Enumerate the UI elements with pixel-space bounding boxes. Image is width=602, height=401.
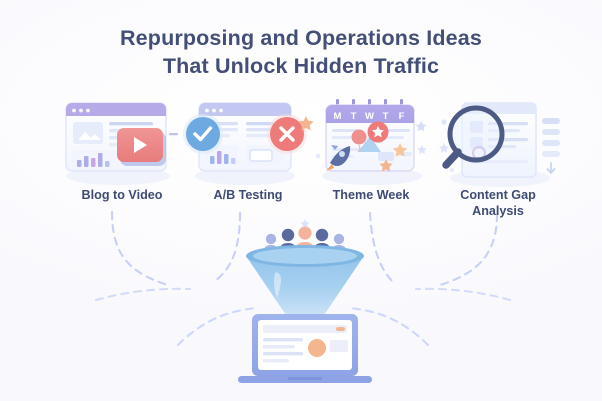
check-circle[interactable] — [186, 117, 220, 151]
window-dot-1 — [205, 108, 209, 113]
connector-curve-5 — [176, 306, 260, 347]
funnel-body — [246, 256, 364, 318]
funnel-rim-inner — [253, 248, 357, 264]
bar — [98, 153, 103, 167]
bar — [231, 158, 236, 164]
connector-curve-4 — [438, 212, 499, 287]
sparkle-diamond — [417, 145, 427, 154]
star-glyph — [371, 126, 384, 138]
screen-line — [263, 359, 289, 363]
screen-line — [263, 345, 295, 349]
bar — [210, 156, 215, 164]
image-mountain — [78, 132, 101, 140]
connector-dash — [169, 133, 178, 136]
text-line — [386, 136, 404, 139]
day-letter-m: M — [334, 111, 342, 122]
screen-line — [263, 352, 303, 356]
content-box — [249, 149, 273, 162]
magnifier-handle — [442, 148, 462, 169]
balloon — [351, 129, 367, 145]
balloon-string — [357, 144, 361, 153]
bar — [224, 154, 229, 164]
check-icon — [193, 126, 213, 142]
text-line — [332, 129, 358, 132]
screen-line — [263, 338, 303, 342]
bar — [217, 151, 222, 164]
bar — [84, 156, 89, 167]
bar — [77, 160, 82, 167]
sparkle-star — [392, 143, 408, 157]
window-dot-3 — [219, 108, 223, 113]
connector-curve-2 — [213, 211, 242, 283]
sparkle-diamond — [415, 121, 427, 132]
icon-label-ab-testing: A/B Testing — [213, 188, 283, 202]
sparkle-dot — [449, 167, 455, 173]
text-line — [332, 136, 352, 139]
icon-blog-to-video[interactable] — [65, 102, 170, 185]
window-dot-2 — [212, 108, 216, 113]
sparkle-diamond — [439, 143, 449, 153]
sparkle-star — [298, 116, 314, 131]
funnel-highlight — [274, 272, 282, 298]
icon-label-theme-week: Theme Week — [332, 188, 410, 202]
calendar-header — [326, 105, 414, 123]
day-letter-w: W — [365, 111, 374, 122]
side-list-item — [542, 151, 560, 157]
screen-header — [263, 325, 347, 333]
bar — [91, 158, 96, 167]
connector-curve-3 — [368, 211, 394, 283]
browser-titlebar — [199, 103, 291, 116]
magnifier-rim[interactable] — [447, 105, 505, 163]
connector-curve-6 — [346, 306, 430, 347]
browser-titlebar — [66, 103, 166, 116]
sparkle-star — [379, 159, 393, 172]
bar — [105, 161, 110, 167]
cross-icon — [279, 126, 295, 142]
day-letter-f: F — [399, 111, 405, 122]
sparkle-dot — [441, 119, 447, 125]
icon-ab-testing[interactable] — [183, 102, 307, 185]
play-triangle — [134, 137, 147, 153]
side-list-item — [542, 118, 560, 124]
calendar-day-letters: M T W T F — [334, 111, 405, 122]
text-line — [386, 129, 410, 132]
side-list-item — [542, 140, 560, 146]
text-line — [109, 122, 153, 126]
window-dot-2 — [79, 108, 83, 113]
icon-theme-week[interactable]: M T W T F — [298, 99, 427, 185]
icon-content-gap-analysis[interactable] — [439, 102, 560, 187]
laptop-notch — [288, 377, 322, 380]
screen-accent-circle — [308, 339, 326, 357]
icon-label-line-1: Content Gap — [460, 188, 536, 202]
side-list-item — [542, 129, 560, 135]
day-letter-t1: T — [351, 111, 357, 122]
sparkle-diamond — [300, 219, 310, 228]
screen-badge — [336, 327, 345, 331]
sparkle-dot — [315, 153, 321, 159]
window-dot-3 — [86, 108, 90, 113]
icon-label-line-2: Analysis — [472, 204, 524, 219]
icon-label-content-gap-analysis: Content Gap Analysis — [428, 187, 568, 219]
laptop[interactable] — [238, 314, 372, 383]
magnifier-lens-fill — [450, 108, 502, 160]
screen-panel — [330, 340, 348, 352]
icon-label-blog-to-video: Blog to Video — [81, 188, 163, 202]
rocket — [326, 145, 351, 171]
connector-curve-8 — [414, 287, 512, 302]
image-mountain — [358, 136, 381, 152]
window-dot-1 — [72, 108, 76, 113]
content-block — [378, 152, 394, 161]
day-letter-t2: T — [383, 111, 389, 122]
connector-curve-7 — [94, 287, 192, 302]
down-arrow-icon — [546, 162, 556, 174]
